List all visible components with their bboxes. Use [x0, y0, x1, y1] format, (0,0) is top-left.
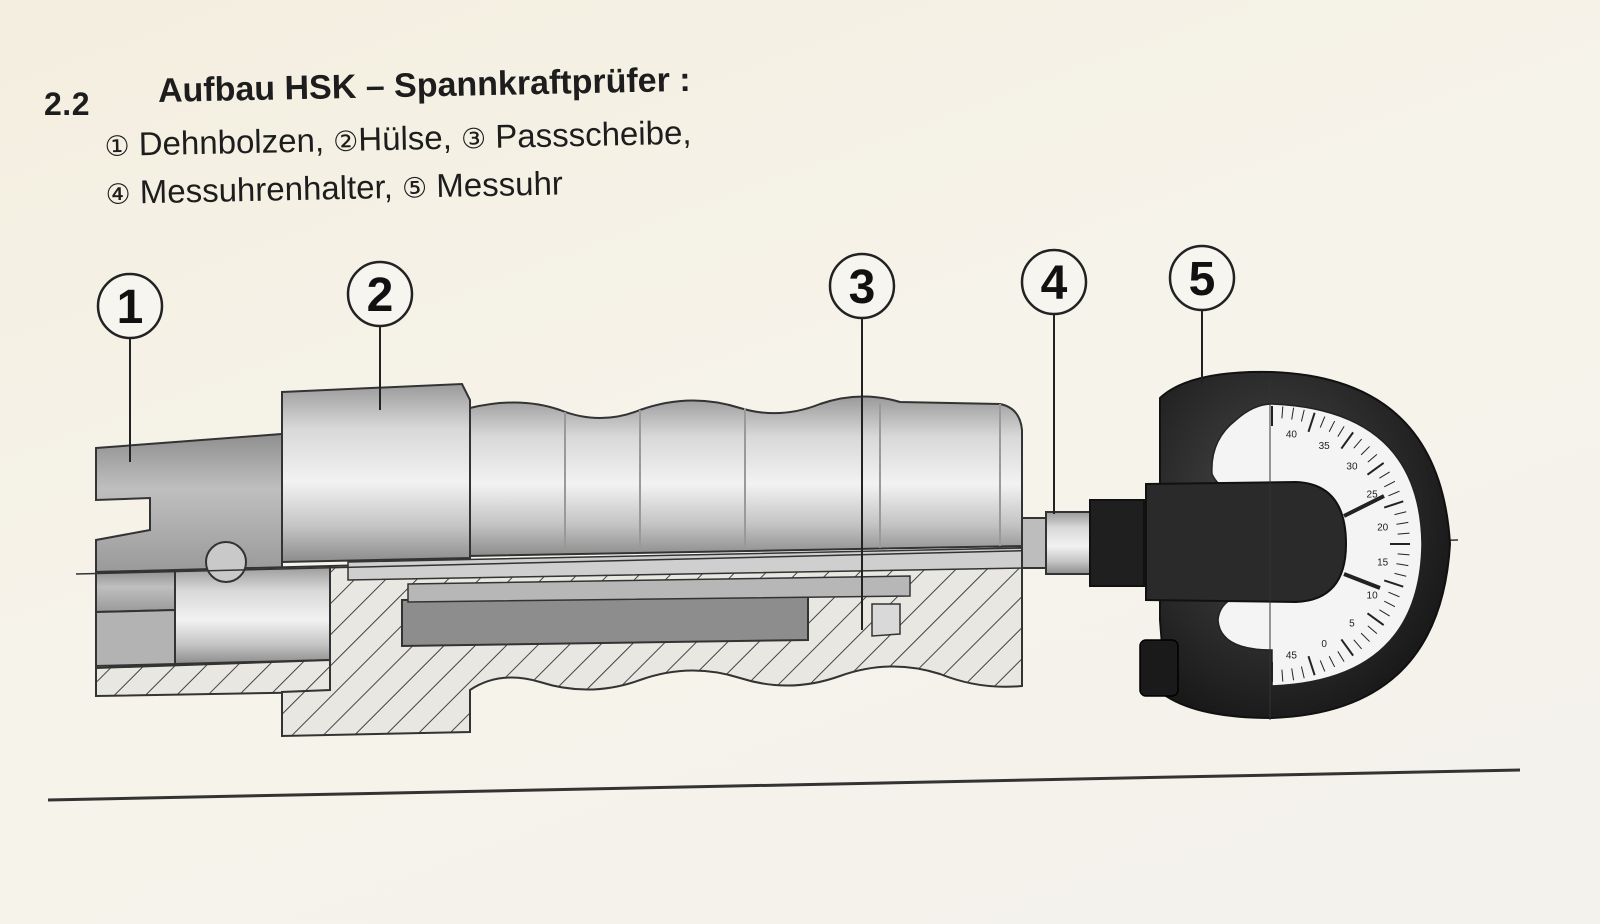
gauge-tick-label: 20	[1377, 523, 1389, 534]
gauge-tick	[1353, 639, 1363, 650]
gauge-tick	[1300, 666, 1305, 679]
gauge-tick	[1379, 609, 1390, 617]
gauge-holder-part	[1021, 499, 1145, 587]
gauge-tick	[1366, 612, 1385, 626]
gauge-tick	[1366, 462, 1385, 476]
gauge-tick-label: 35	[1319, 441, 1331, 452]
gauge-tick	[1396, 521, 1409, 525]
callout-1: 1	[96, 272, 164, 462]
sleeve-section	[281, 546, 1025, 738]
gauge-tick	[1360, 632, 1370, 642]
gauge-tick	[1291, 668, 1295, 681]
gauge-tick	[1340, 638, 1354, 657]
gauge-tick	[1307, 412, 1316, 433]
gauge-tick	[1383, 500, 1404, 509]
gauge-tick-label: 5	[1349, 618, 1355, 629]
gauge-tick-label: 40	[1286, 430, 1298, 441]
gauge-tick-group: 40 35 30 25 20 15 10 5 0 45	[1271, 406, 1410, 682]
gauge-tick	[1379, 471, 1390, 479]
dial-gauge-part: 40 35 30 25 20 15 10 5 0 45	[1139, 370, 1452, 720]
gauge-tick	[1340, 431, 1354, 450]
gauge-tick	[1281, 669, 1284, 682]
gauge-tick	[1319, 660, 1326, 672]
gauge-tick	[1397, 532, 1410, 535]
callout-2: 2	[346, 260, 414, 410]
gauge-needle	[1343, 494, 1385, 518]
gauge-tick	[1367, 625, 1378, 635]
gauge-tick-label: 45	[1286, 650, 1298, 661]
gauge-tick	[1367, 453, 1378, 463]
gauge-tick	[1394, 572, 1407, 577]
gauge-tick	[1383, 579, 1404, 588]
section-number: 2.2	[44, 86, 90, 122]
callout-5: 5	[1168, 244, 1236, 384]
expansion-bolt-part	[95, 432, 331, 698]
gauge-tick	[1388, 591, 1400, 598]
callout-4: 4	[1020, 248, 1088, 514]
gauge-tick-label: 25	[1367, 490, 1379, 501]
callout-4-label: 4	[1041, 257, 1068, 310]
gauge-tick-label: 10	[1367, 590, 1379, 601]
gauge-clamp-knob	[1139, 639, 1179, 697]
gauge-tick	[1384, 600, 1396, 608]
gauge-tick	[1394, 511, 1407, 516]
gauge-tick	[1337, 651, 1345, 662]
gauge-tick	[1353, 438, 1363, 449]
gauge-tick	[1328, 656, 1336, 668]
sleeve-part	[281, 382, 1023, 564]
gauge-tick	[1307, 655, 1316, 676]
gauge-tick	[1396, 563, 1409, 567]
gauge-tick-label: 30	[1346, 462, 1358, 473]
gauge-tick	[1291, 407, 1295, 420]
callout-2-label: 2	[367, 269, 394, 322]
gauge-tick	[1300, 409, 1305, 422]
bottom-rule	[47, 768, 1521, 802]
gauge-tick	[1328, 420, 1336, 432]
callout-3: 3	[828, 252, 896, 630]
gauge-tick	[1388, 490, 1400, 497]
gauge-tick	[1397, 553, 1410, 556]
callout-5-label: 5	[1189, 253, 1216, 306]
gauge-tick-label: 15	[1377, 557, 1389, 568]
gauge-tick	[1281, 406, 1284, 419]
gauge-tick	[1337, 426, 1345, 437]
gauge-tick	[1319, 416, 1326, 428]
gauge-tick-label: 0	[1321, 639, 1327, 650]
gauge-tick	[1384, 480, 1396, 488]
callout-3-label: 3	[849, 261, 876, 314]
callout-1-label: 1	[117, 281, 144, 334]
gauge-tick	[1360, 446, 1370, 456]
